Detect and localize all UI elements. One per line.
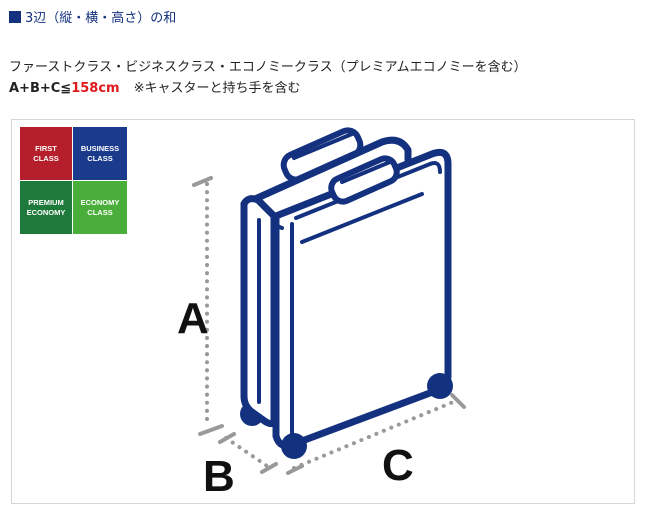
dimension-dots [205,182,460,470]
depth-dimension-line [224,436,272,470]
baggage-illustration-panel: FIRST CLASS BUSINESS CLASS PREMIUM ECONO… [11,119,635,504]
badge-business-class: BUSINESS CLASS [73,127,127,180]
dimension-ticks [192,176,466,475]
label-c: C [382,441,414,490]
front-right-wheel [427,373,453,399]
front-left-wheel [281,433,307,459]
label-b: B [203,452,235,501]
heading-square-icon [9,10,21,23]
rule-formula: A+B+C≦ [9,81,72,96]
suitcase-diagram: A B C [177,127,466,501]
rule-note: ※キャスターと持ち手を含む [133,81,301,96]
section-heading: 3辺（縦・横・高さ）の和 [9,7,176,26]
applicable-classes-text: ファーストクラス・ビジネスクラス・エコノミークラス（プレミアムエコノミーを含む） [9,60,527,75]
badge-economy-class: ECONOMY CLASS [73,181,127,234]
rule-limit: 158cm [71,81,120,96]
class-badges: FIRST CLASS BUSINESS CLASS PREMIUM ECONO… [20,127,127,234]
width-dimension-line [292,398,460,470]
badge-first-class: FIRST CLASS [20,127,72,180]
badge-premium-economy: PREMIUM ECONOMY [20,181,72,234]
label-a: A [177,294,209,343]
suitcase-icon [240,127,452,450]
heading-text: 3辺（縦・横・高さ）の和 [25,11,177,26]
size-rule: A+B+C≦ 158cm ※キャスターと持ち手を含む [9,77,301,96]
